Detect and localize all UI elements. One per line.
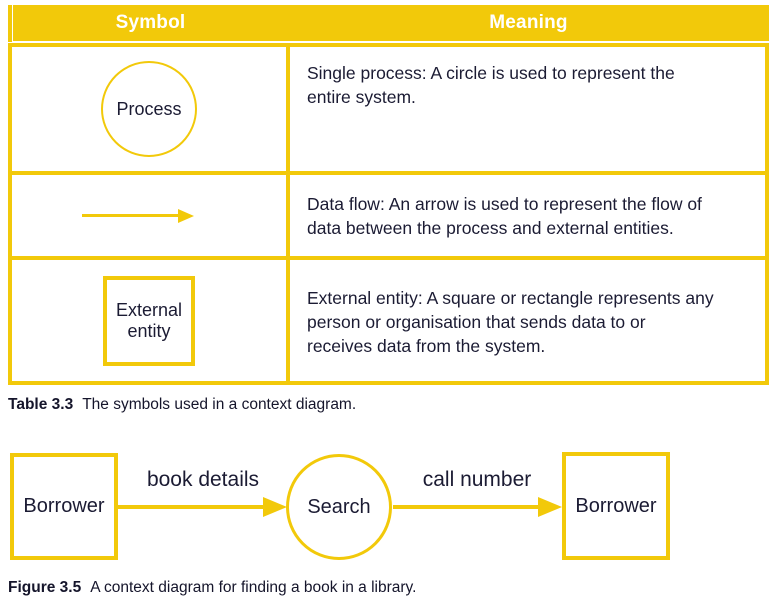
symbol-cell-data-flow — [12, 175, 286, 256]
destination-entity-label: Borrower — [575, 494, 657, 517]
row-divider — [12, 171, 765, 175]
process-circle-icon: Process — [101, 61, 197, 157]
output-flow-arrow — [393, 497, 562, 517]
diagram-source-entity-box: Borrower — [10, 453, 118, 560]
input-flow-label: book details — [146, 468, 260, 491]
column-header-symbol: Symbol — [115, 12, 186, 33]
data-flow-description: Data flow: An arrow is used to represent… — [307, 193, 702, 238]
external-entity-label: External entity — [115, 299, 183, 341]
symbols-table-body: Process Single process: A circle is used… — [8, 43, 769, 385]
figure-caption-label: Figure 3.5 — [8, 579, 82, 596]
process-circle-label: Process — [116, 98, 182, 119]
table-row-external-entity: External entity External entity: A squar… — [12, 260, 765, 381]
symbol-cell-process: Process — [12, 47, 286, 171]
symbol-cell-external-entity: External entity — [12, 260, 286, 381]
output-flow-label: call number — [422, 468, 532, 491]
arrow-shaft — [118, 505, 263, 509]
table-caption-label: Table 3.3 — [8, 396, 74, 413]
arrow-shaft — [393, 505, 538, 509]
external-entity-description: External entity: A square or rectangle r… — [307, 288, 714, 356]
meaning-cell-external-entity: External entity: A square or rectangle r… — [290, 260, 765, 381]
source-entity-label: Borrower — [23, 495, 105, 517]
arrow-head — [178, 208, 194, 223]
arrow-head — [538, 497, 562, 517]
symbols-table-header: Symbol Meaning — [13, 5, 769, 41]
row-divider — [12, 256, 765, 260]
diagram-destination-entity-box: Borrower — [562, 452, 670, 560]
table-row-data-flow: Data flow: An arrow is used to represent… — [12, 175, 765, 256]
single-process-description: Single process: A circle is used to repr… — [307, 63, 675, 107]
process-label: Search — [307, 495, 371, 518]
data-flow-arrow-icon — [82, 208, 194, 223]
input-flow-arrow — [118, 497, 287, 517]
column-divider — [286, 260, 290, 381]
meaning-cell-data-flow: Data flow: An arrow is used to represent… — [290, 175, 765, 256]
arrow-shaft — [82, 214, 178, 217]
column-divider — [286, 175, 290, 256]
column-header-meaning: Meaning — [489, 12, 568, 33]
diagram-process-circle: Search — [286, 454, 392, 560]
figure-caption: Figure 3.5 A context diagram for finding … — [8, 579, 416, 597]
arrow-head — [263, 497, 287, 517]
meaning-cell-single-process: Single process: A circle is used to repr… — [290, 47, 765, 171]
table-caption-text: The symbols used in a context diagram. — [82, 396, 357, 413]
column-divider — [286, 47, 290, 171]
table-row-single-process: Process Single process: A circle is used… — [12, 47, 765, 171]
table-caption: Table 3.3 The symbols used in a context d… — [8, 396, 356, 414]
figure-caption-text: A context diagram for finding a book in … — [90, 579, 417, 596]
table-left-border — [8, 5, 12, 42]
external-entity-rectangle-icon: External entity — [103, 275, 195, 366]
